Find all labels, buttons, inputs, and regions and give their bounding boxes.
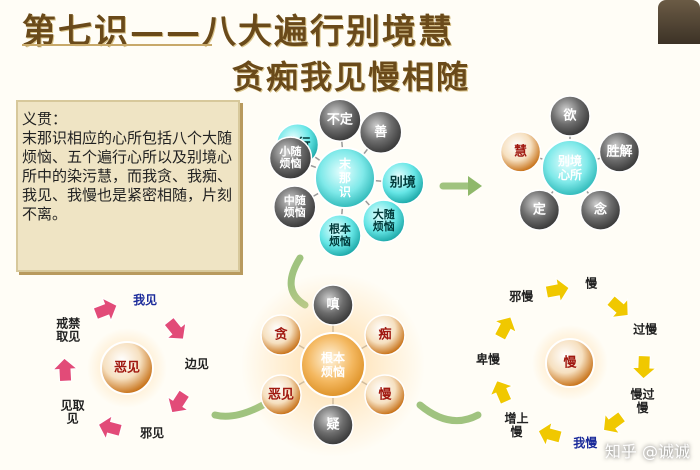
cycle_right-label: 慢过慢 xyxy=(630,386,654,414)
cycle_left-arrow xyxy=(97,414,123,441)
cluster1-node xyxy=(381,161,425,205)
cluster1-node xyxy=(318,98,362,142)
cluster1-node-label: 善 xyxy=(374,124,387,140)
cluster2-center xyxy=(541,139,599,197)
cycle_right-center xyxy=(545,338,595,388)
cluster3-node-label: 痴 xyxy=(378,327,391,343)
cluster2-node xyxy=(579,189,622,231)
cycle_left-center xyxy=(100,341,154,395)
cluster1-node-label: 中随烦恼 xyxy=(284,193,306,219)
cycle_right-arrow xyxy=(606,295,629,318)
cluster1-node-label: 不定 xyxy=(327,112,353,128)
cycle_right-arrow xyxy=(630,355,658,380)
cycle_left-label: 见取见 xyxy=(61,398,85,425)
cycle_left-arrow xyxy=(163,316,187,340)
cluster1-node-label: 别境 xyxy=(389,175,416,191)
cluster2-node-label: 胜解 xyxy=(606,143,632,159)
cluster1-node xyxy=(362,199,406,243)
cluster1-node xyxy=(273,185,317,229)
cycle_right-label: 过慢 xyxy=(633,322,658,337)
intro-text: 义贯： 末那识相应的心所包括八个大随烦恼、五个遍行心所以及别境心所中的染污慧，而… xyxy=(22,110,233,223)
cluster3-node xyxy=(364,374,406,416)
cluster3-center-label: 根本烦恼 xyxy=(321,350,345,379)
cycle_right-label: 卑慢 xyxy=(476,351,501,366)
cluster1-node-label: 小随烦恼 xyxy=(278,144,301,170)
title-line-2: 贪痴我见慢相随 xyxy=(232,58,471,96)
cluster2-node-label: 念 xyxy=(594,202,607,218)
cluster1-node xyxy=(268,136,313,180)
cluster3-node-label: 疑 xyxy=(326,417,339,433)
cycle_right-arrow xyxy=(489,380,514,405)
cluster3-node-label: 恶见 xyxy=(268,388,294,403)
cluster2-center-label: 别境心所 xyxy=(557,153,582,182)
cluster1-node xyxy=(318,214,362,258)
cycle_left-arrow xyxy=(51,357,79,383)
title-underline xyxy=(22,44,212,46)
cluster3-node xyxy=(312,284,354,326)
cluster3-node-label: 嗔 xyxy=(326,297,339,313)
flow-arrow-head xyxy=(468,176,482,196)
buddha-statue-image xyxy=(658,0,700,44)
cycle_right-label: 增上慢 xyxy=(505,410,529,438)
cluster2-node xyxy=(598,131,641,173)
flow-arrow-to-right-cycle xyxy=(416,401,482,425)
cycle_right-center-label: 慢 xyxy=(563,355,577,371)
cluster2-node-label: 欲 xyxy=(562,108,576,124)
cluster3-node-label: 慢 xyxy=(378,387,392,403)
cycle_left-label: 戒禁取见 xyxy=(56,315,80,343)
cluster3-node xyxy=(312,404,354,446)
cycle_left-arrow xyxy=(167,389,191,414)
cycle_left-label: 边见 xyxy=(184,356,209,371)
cycle_right-label: 慢 xyxy=(585,275,598,290)
watermark: 知乎 @诚诚 xyxy=(604,442,690,461)
cluster1-node-label: 根本烦恼 xyxy=(329,222,351,248)
cluster2-node xyxy=(518,189,561,231)
cycle_left-label: 我见 xyxy=(133,292,157,307)
cluster1-center xyxy=(314,147,376,209)
cluster3-node-label: 贪 xyxy=(274,327,289,343)
cluster1-center-label: 末那识 xyxy=(339,156,352,199)
cluster1-node xyxy=(358,110,403,155)
cycle_right-label: 我慢 xyxy=(573,435,598,450)
intro-text-box xyxy=(16,100,240,272)
cycle_left-center-label: 恶见 xyxy=(114,361,140,376)
cluster2-node-label: 慧 xyxy=(514,143,527,159)
cycle_left-arrow xyxy=(92,297,118,322)
cycle_right-label: 邪慢 xyxy=(508,289,534,304)
cycle_right-arrow xyxy=(544,276,570,304)
cluster2-node-label: 定 xyxy=(532,202,546,218)
cycle_right-arrow xyxy=(537,421,563,447)
cluster1-node-label: 大随烦恼 xyxy=(373,207,395,233)
cluster1-group: 遍行不定善别境大随烦恼根本烦恼中随烦恼小随烦恼末那识 xyxy=(268,98,425,258)
cycle_left-label: 邪见 xyxy=(139,426,164,440)
cluster3-center xyxy=(300,332,366,398)
cluster3-node xyxy=(260,314,302,356)
cluster2-node xyxy=(549,95,591,137)
cluster3-node xyxy=(260,374,302,416)
cluster3-node xyxy=(364,314,406,356)
cycle_right-arrow xyxy=(602,411,627,435)
cluster2-node xyxy=(499,131,542,173)
cycle_right-arrow xyxy=(493,316,518,341)
